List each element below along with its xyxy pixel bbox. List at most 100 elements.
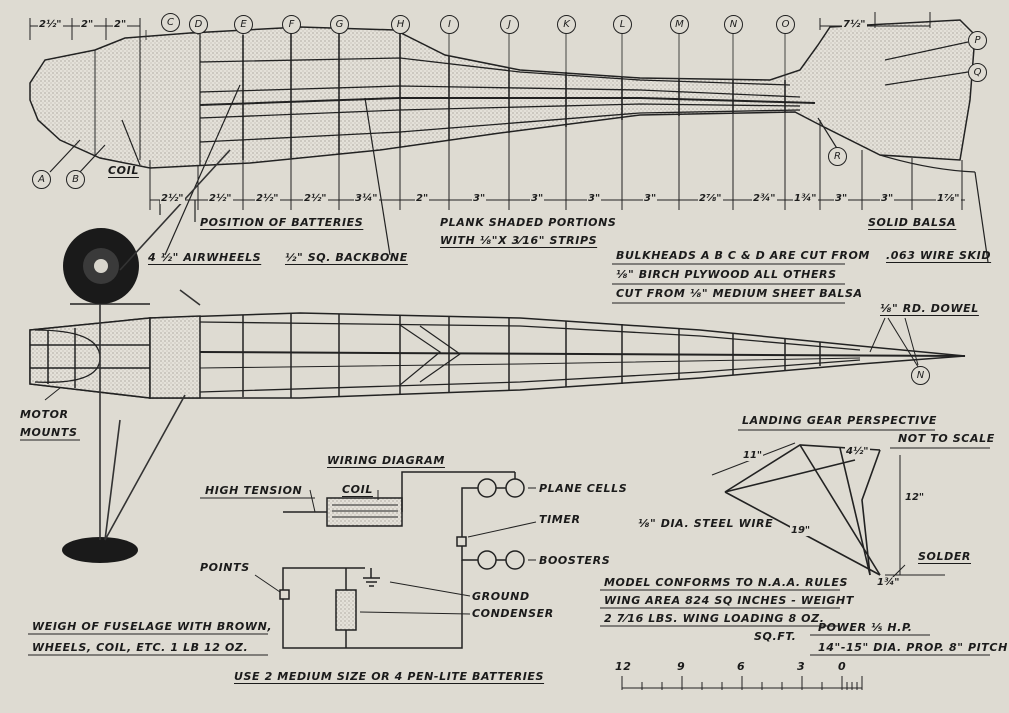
station-b: B bbox=[66, 170, 85, 189]
station-c: C bbox=[161, 13, 180, 32]
bottom-dim-5: 3¼" bbox=[354, 193, 379, 204]
station-j: J bbox=[500, 15, 519, 34]
skid-and-leaders bbox=[49, 41, 989, 263]
dowel-label: ⅛" RD. DOWEL bbox=[880, 302, 979, 315]
wiring-coil-label: COIL bbox=[342, 483, 373, 496]
station-p: P bbox=[968, 31, 987, 50]
coil-label: COIL bbox=[108, 164, 139, 177]
station-m: M bbox=[670, 15, 689, 34]
power-note-1: POWER ⅕ H.P. bbox=[818, 621, 913, 634]
scale-tick-0: 0 bbox=[838, 660, 847, 673]
steel-wire-label: ⅛" DIA. STEEL WIRE bbox=[638, 517, 774, 530]
lg-dim-11: 11" bbox=[742, 450, 764, 461]
plank-label-2: WITH ⅛"X 3⁄16" STRIPS bbox=[440, 234, 598, 247]
rules-note-4: SQ.FT. bbox=[754, 630, 797, 643]
bottom-dim-3: 2½" bbox=[255, 193, 280, 204]
top-dim-2: 2" bbox=[80, 19, 95, 30]
plank-label-1: PLANK SHADED PORTIONS bbox=[440, 216, 617, 229]
solid-balsa-label: SOLID BALSA bbox=[868, 216, 957, 229]
bottom-dim-12: 2¾" bbox=[752, 193, 777, 204]
airwheels-label: 4 ½" AIRWHEELS bbox=[148, 251, 262, 264]
note-underlines bbox=[20, 263, 990, 656]
station-f: F bbox=[282, 15, 301, 34]
scale-tick-3: 3 bbox=[797, 660, 806, 673]
plane-cell-1 bbox=[477, 478, 497, 498]
rules-note-3: 2 7⁄16 LBS. WING LOADING 8 OZ. bbox=[604, 612, 825, 625]
timer-label: TIMER bbox=[539, 513, 581, 526]
station-r: R bbox=[828, 147, 847, 166]
landing-gear-side bbox=[44, 149, 231, 563]
bottom-dimension-line bbox=[149, 112, 965, 210]
station-a: A bbox=[32, 170, 51, 189]
points-label: POINTS bbox=[200, 561, 250, 574]
coil-box bbox=[326, 497, 403, 527]
scale-tick-9: 9 bbox=[677, 660, 686, 673]
bottom-dim-14: 3" bbox=[834, 193, 849, 204]
side-view-fuselage bbox=[29, 19, 976, 169]
top-dim-1: 2½" bbox=[38, 19, 63, 30]
station-l: L bbox=[613, 15, 632, 34]
bottom-dim-1: 2½" bbox=[160, 193, 185, 204]
ground-label: GROUND bbox=[472, 590, 530, 603]
dowel-leaders bbox=[869, 317, 921, 371]
lg-dim-1234: 1¾" bbox=[876, 577, 901, 588]
scale-bar bbox=[621, 676, 863, 690]
solder-label: SOLDER bbox=[918, 550, 971, 563]
landing-gear-perspective bbox=[711, 442, 945, 586]
bottom-dim-16: 1⅞" bbox=[936, 193, 961, 204]
station-g: G bbox=[330, 15, 349, 34]
wiring-diagram-title: WIRING DIAGRAM bbox=[327, 454, 445, 467]
bottom-dim-9: 3" bbox=[587, 193, 602, 204]
top-view-bulkheads bbox=[242, 314, 821, 398]
power-note-2: 14"-15" DIA. PROP. 8" PITCH bbox=[818, 641, 1008, 654]
boosters-label: BOOSTERS bbox=[539, 554, 611, 567]
bottom-dim-7: 3" bbox=[472, 193, 487, 204]
landing-gear-title: LANDING GEAR PERSPECTIVE bbox=[742, 414, 938, 427]
bulkheads-note-1: BULKHEADS A B C & D ARE CUT FROM bbox=[616, 249, 870, 262]
wire-skid-label: .063 WIRE SKID bbox=[886, 249, 992, 262]
batteries-note: USE 2 MEDIUM SIZE OR 4 PEN-LITE BATTERIE… bbox=[234, 670, 545, 683]
bottom-dim-10: 3" bbox=[643, 193, 658, 204]
backbone-label: ½" SQ. BACKBONE bbox=[285, 251, 408, 264]
wiring-diagram bbox=[254, 471, 537, 649]
plane-cell-2 bbox=[505, 478, 525, 498]
motor-mounts-label-1: MOTOR bbox=[20, 408, 69, 421]
lg-dim-19: 19" bbox=[790, 525, 812, 536]
bulkheads-note-3: CUT FROM ⅛" MEDIUM SHEET BALSA bbox=[616, 287, 863, 300]
wheel-bottom bbox=[62, 537, 138, 563]
station-d: D bbox=[189, 15, 208, 34]
bottom-dim-13: 1¾" bbox=[793, 193, 818, 204]
station-n: N bbox=[724, 15, 743, 34]
station-o: O bbox=[776, 15, 795, 34]
station-k: K bbox=[557, 15, 576, 34]
high-tension-label: HIGH TENSION bbox=[205, 484, 303, 497]
booster-2 bbox=[505, 550, 525, 570]
lg-dim-4: 4½" bbox=[845, 446, 870, 457]
side-view-bulkheads bbox=[242, 32, 786, 160]
bottom-dim-4: 2½" bbox=[303, 193, 328, 204]
top-dim-4: 7½" bbox=[842, 19, 867, 30]
weight-note-2: WHEELS, COIL, ETC. 1 LB 12 OZ. bbox=[32, 641, 249, 654]
station-h: H bbox=[391, 15, 410, 34]
rules-note-2: WING AREA 824 SQ INCHES - WEIGHT bbox=[604, 594, 854, 607]
bottom-dim-15: 3" bbox=[880, 193, 895, 204]
condenser-box bbox=[335, 589, 357, 631]
station-n-top: N bbox=[911, 366, 930, 385]
station-e: E bbox=[234, 15, 253, 34]
top-view-fuselage bbox=[29, 312, 966, 399]
not-to-scale-label: NOT TO SCALE bbox=[898, 432, 995, 445]
bottom-dim-11: 2⅞" bbox=[698, 193, 723, 204]
motor-mounts-label-2: MOUNTS bbox=[20, 426, 78, 439]
bulkheads-note-2: ⅛" BIRCH PLYWOOD ALL OTHERS bbox=[616, 268, 837, 281]
weight-note-1: WEIGH OF FUSELAGE WITH BROWN, bbox=[32, 620, 273, 633]
bottom-dim-6: 2" bbox=[415, 193, 430, 204]
bottom-dim-2: 2½" bbox=[208, 193, 233, 204]
booster-1 bbox=[477, 550, 497, 570]
station-q: Q bbox=[968, 63, 987, 82]
position-batteries-label: POSITION OF BATTERIES bbox=[200, 216, 364, 229]
rules-note-1: MODEL CONFORMS TO N.A.A. RULES bbox=[604, 576, 848, 589]
plane-cells-label: PLANE CELLS bbox=[539, 482, 628, 495]
scale-tick-6: 6 bbox=[737, 660, 746, 673]
